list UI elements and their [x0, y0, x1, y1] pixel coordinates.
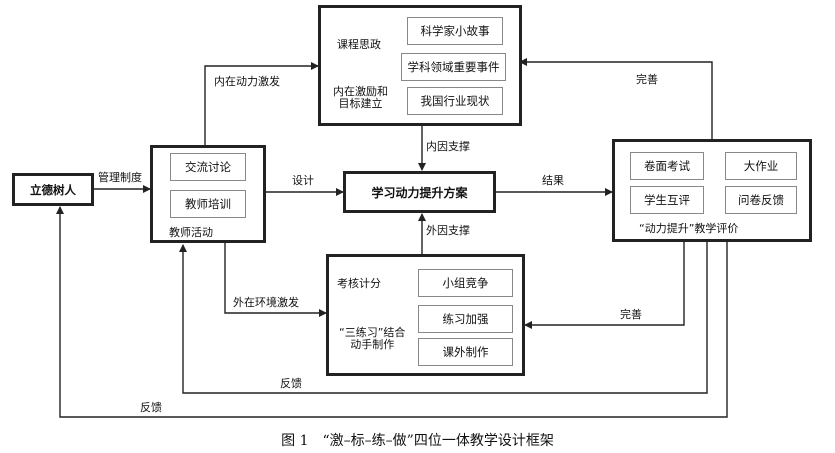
edge-improve-bottom [524, 242, 685, 329]
edge-label-improve-top: 完善 [636, 73, 658, 86]
eval-item-peer-review-label: 学生互评 [644, 193, 690, 207]
practice-item-group-competition: 小组竞争 [418, 269, 513, 297]
edge-feedback-inner [179, 242, 708, 394]
course-item-scientist-stories: 科学家小故事 [407, 17, 503, 45]
practice-label: “三练习”结合 动手制作 [339, 326, 406, 351]
assessment-label: 考核计分 [337, 277, 381, 290]
node-assessment: 考核计分 “三练习”结合 动手制作 小组竞争 练习加强 课外制作 [326, 254, 525, 376]
edge-label-feedback-inner: 反馈 [280, 377, 302, 390]
edge-label-inner-support: 内因支撑 [426, 140, 470, 153]
eval-item-project: 大作业 [725, 152, 797, 180]
edge-label-outer-env: 外在环境激发 [233, 296, 299, 309]
course-item-industry-status: 我国行业现状 [407, 87, 503, 115]
edge-label-result: 结果 [542, 174, 564, 187]
practice-item-exercise-label: 练习加强 [442, 312, 489, 326]
eval-item-exam: 卷面考试 [630, 152, 704, 180]
node-learning-plan: 学习动力提升方案 [343, 171, 496, 213]
course-ideology-label: 课程思政 [337, 38, 381, 51]
edge-label-feedback-outer: 反馈 [140, 401, 162, 414]
teacher-item-training: 教师培训 [170, 190, 246, 218]
course-motivation-label: 内在激励和 目标建立 [333, 85, 388, 110]
practice-item-extracurricular: 课外制作 [418, 338, 513, 366]
course-item-key-events: 学科领域重要事件 [401, 53, 506, 81]
node-teacher-activity: 交流讨论 教师培训 教师活动 [150, 145, 266, 243]
eval-item-project-label: 大作业 [743, 159, 779, 173]
practice-item-extracurricular-label: 课外制作 [442, 345, 489, 359]
edge-label-outer-support: 外因支撑 [426, 224, 470, 237]
eval-item-peer-review: 学生互评 [630, 186, 704, 214]
edge-label-management: 管理制度 [98, 171, 142, 184]
teaching-evaluation-label: “动力提升”教学评价 [639, 222, 739, 235]
eval-item-survey-label: 问卷反馈 [738, 193, 784, 207]
node-learning-plan-label: 学习动力提升方案 [371, 185, 468, 200]
edge-improve-top [519, 58, 713, 139]
edge-feedback-outer [56, 206, 728, 418]
edge-label-design: 设计 [292, 174, 314, 187]
node-course-ideology: 课程思政 内在激励和 目标建立 科学家小故事 学科领域重要事件 我国行业现状 [318, 5, 522, 126]
teacher-item-discussion: 交流讨论 [170, 153, 246, 181]
course-item-industry-status-label: 我国行业现状 [420, 94, 490, 108]
eval-item-exam-label: 卷面考试 [644, 159, 690, 173]
teacher-item-discussion-label: 交流讨论 [185, 160, 231, 174]
practice-item-exercise: 练习加强 [418, 305, 513, 333]
edge-label-inner-motive: 内在动力激发 [214, 75, 280, 88]
node-lide: 立德树人 [12, 173, 94, 206]
course-item-scientist-stories-label: 科学家小故事 [420, 24, 490, 38]
edge-label-improve-bottom: 完善 [620, 308, 642, 321]
figure-caption: 图 1 “激–标–练–做”四位一体教学设计框架 [281, 433, 554, 449]
eval-item-survey: 问卷反馈 [725, 186, 797, 214]
edge-inner-motive [204, 62, 319, 145]
node-teaching-evaluation: 卷面考试 大作业 学生互评 问卷反馈 “动力提升”教学评价 [612, 139, 812, 242]
practice-item-group-competition-label: 小组竞争 [442, 276, 489, 290]
teacher-item-training-label: 教师培训 [185, 197, 231, 211]
teacher-activity-label: 教师活动 [169, 226, 213, 239]
course-item-key-events-label: 学科领域重要事件 [407, 60, 500, 74]
node-lide-label: 立德树人 [30, 182, 76, 197]
edge-outer-env [224, 242, 327, 317]
